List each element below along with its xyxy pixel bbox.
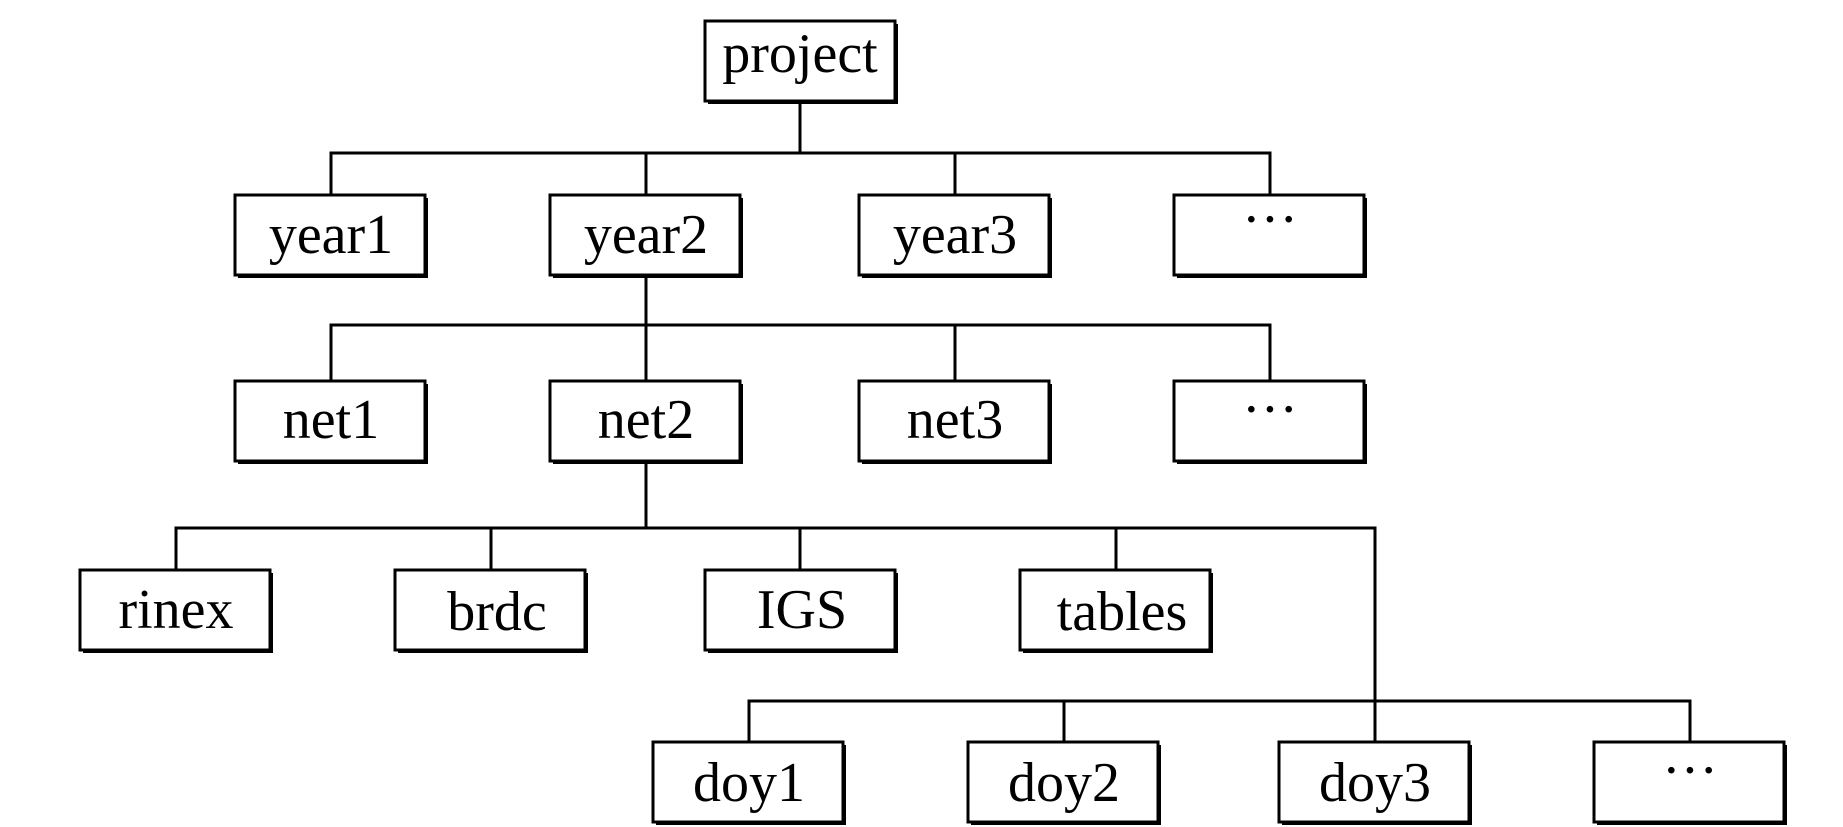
node-net2-label: net2	[598, 389, 694, 451]
node-doy3-label: doy3	[1319, 752, 1431, 814]
node-net1: net1	[233, 379, 428, 464]
node-year-more: ···	[1172, 189, 1367, 278]
node-net2: net2	[548, 379, 743, 464]
node-igs: IGS	[703, 568, 898, 653]
node-net3-label: net3	[907, 389, 1003, 451]
node-doy-more: ···	[1592, 740, 1787, 825]
node-doy3: doy3	[1277, 740, 1472, 825]
node-year1: year1	[233, 193, 428, 278]
node-year3-label: year3	[893, 204, 1017, 266]
node-year1-label: year1	[269, 204, 393, 266]
node-net-more: ···	[1172, 379, 1367, 464]
node-year-more-label: ···	[1242, 189, 1298, 251]
node-net-more-label: ···	[1242, 379, 1298, 441]
node-project: project	[703, 19, 898, 104]
node-rinex-label: rinex	[118, 579, 233, 641]
connector-lines	[174, 100, 1692, 745]
node-doy-more-label: ···	[1662, 740, 1718, 802]
node-net1-label: net1	[283, 389, 379, 451]
node-igs-label: IGS	[757, 579, 847, 641]
node-doy2: doy2	[966, 740, 1161, 825]
node-tables-label: tables	[1057, 581, 1188, 643]
node-rinex: rinex	[78, 568, 273, 653]
node-doy2-label: doy2	[1008, 752, 1120, 814]
node-doy1-label: doy1	[693, 752, 805, 814]
node-brdc: brdc	[393, 568, 588, 653]
node-doy1: doy1	[651, 740, 846, 825]
node-tables: tables	[1018, 568, 1213, 653]
node-brdc-label: brdc	[447, 581, 547, 643]
node-project-label: project	[722, 23, 878, 85]
node-net3: net3	[857, 379, 1052, 464]
node-year2: year2	[548, 193, 743, 278]
node-year2-label: year2	[584, 204, 708, 266]
node-year3: year3	[857, 193, 1052, 278]
